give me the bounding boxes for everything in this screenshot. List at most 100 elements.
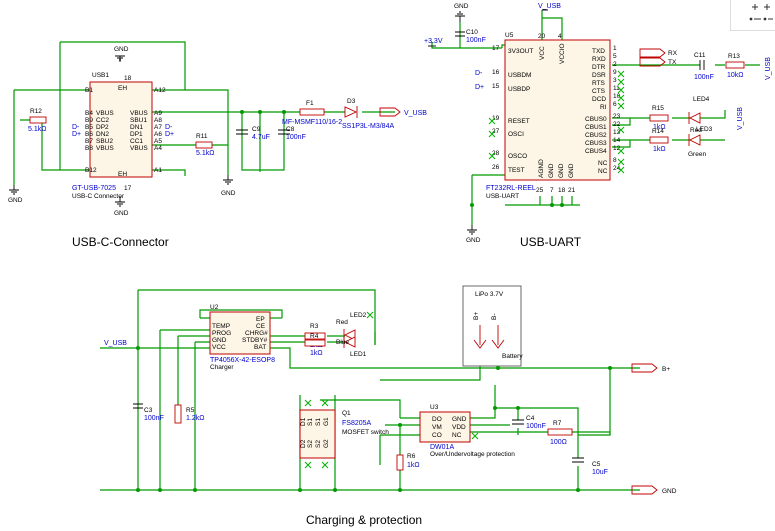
canvas-toolbar[interactable] [730,0,775,31]
svg-text:A7: A7 [154,124,162,131]
svg-text:100Ω: 100Ω [550,439,567,446]
svg-text:CBUS0: CBUS0 [585,116,607,123]
battery-lipo[interactable]: LiPo 3.7V Battery B+ B- [462,285,523,367]
svg-text:27: 27 [492,128,500,135]
svg-text:DP1: DP1 [130,131,143,138]
capacitor-c11[interactable]: C11 100nF [694,52,714,81]
svg-text:Red: Red [690,127,702,134]
led-led1[interactable]: LED1 Blue [336,336,367,358]
svg-text:5.1kΩ: 5.1kΩ [28,126,46,133]
resistor-r11[interactable]: R11 5.1kΩ [195,133,214,157]
svg-text:VCC: VCC [212,344,226,351]
svg-text:BAT: BAT [254,344,266,351]
capacitor-c5[interactable]: C5 10uF [572,457,608,476]
led-led2[interactable]: LED2 Red [336,312,367,341]
u5-pin-25: 25 [536,187,544,194]
svg-text:C9: C9 [252,126,261,133]
u5-pin-18: 18 [558,187,566,194]
svg-text:17: 17 [492,45,500,52]
svg-text:RTS: RTS [592,80,606,87]
svg-text:A5: A5 [154,138,162,145]
pin-list-icon[interactable] [763,17,773,21]
resistor-r15[interactable]: R15 1kΩ [649,105,669,131]
fuse-f1[interactable]: F1 MF-MSMF110/16-2 [282,100,342,126]
svg-text:EH: EH [118,85,127,92]
led-led4[interactable]: LED4 Red [688,96,710,134]
svg-text:CE: CE [256,323,266,330]
svg-text:S1: S1 [307,418,314,426]
net-label-dplus-left: D+ [72,131,81,138]
svg-text:CBUS3: CBUS3 [585,140,607,147]
crosshair-icon[interactable] [752,4,758,10]
svg-text:FS8205A: FS8205A [342,420,372,427]
nc-marker-u2 [366,311,374,319]
svg-text:VBUS: VBUS [96,110,114,117]
capacitor-c9[interactable]: C9 4.7uF [236,126,270,141]
svg-text:S1: S1 [315,418,322,426]
diode-d3[interactable]: D3 SS1P3L-M3/84A [342,98,394,130]
svg-text:22: 22 [613,121,621,128]
nc-marker-u3 [471,432,479,440]
svg-text:19: 19 [492,115,500,122]
u5-gnd-label-1: GND [548,163,555,178]
capacitor-c4[interactable]: C4 100nF [512,415,546,430]
gnd-symbol-u5-bottom: GND [466,225,481,244]
capacitor-c10[interactable]: C10 100nF [455,29,486,44]
svg-text:G1: G1 [323,417,330,426]
svg-text:B+: B+ [473,312,480,320]
svg-text:MF-MSMF110/16-2: MF-MSMF110/16-2 [282,119,342,126]
usb-c-connector[interactable]: USB1 GT-USB-7025 USB-C Connector 18 17 E… [72,72,166,200]
resistor-r6[interactable]: R6 1kΩ [396,453,420,471]
svg-text:3: 3 [613,77,617,84]
ic-u2-tp4056[interactable]: U2 TP4056X-42-ESOP8 Charger TEMP PROG GN… [209,304,275,371]
u5-agnd-label: AGND [538,159,545,178]
usb-c-section: GND GND GND GND USB1 GT-USB-7025 USB-C C… [8,41,427,249]
led-led3[interactable]: LED3 Green [688,126,713,158]
plus-icon[interactable] [764,4,770,10]
svg-text:OSCI: OSCI [508,131,524,138]
svg-text:B-: B- [491,314,498,321]
resistor-r7[interactable]: R7 100Ω [547,420,573,446]
svg-text:CHRG#: CHRG# [245,330,268,337]
svg-text:R12: R12 [30,108,42,115]
net-flag-3v3: +3.3V [424,38,443,47]
resistor-r14[interactable]: R14 1kΩ [649,128,669,153]
svg-text:12: 12 [613,145,621,152]
bullet-list-icon[interactable] [749,17,761,21]
capacitor-c8[interactable]: C8 100nF [278,126,306,141]
net-flag-rx: RX [639,48,678,58]
resistor-r13[interactable]: R13 10kΩ [725,53,745,79]
svg-text:16: 16 [492,69,500,76]
svg-text:USB-UART: USB-UART [486,193,519,200]
resistor-r12[interactable]: R12 5.1kΩ [28,108,46,133]
svg-text:100nF: 100nF [694,74,714,81]
svg-text:RESET: RESET [508,118,530,125]
svg-text:GND: GND [454,3,469,10]
nc-markers-q1 [304,399,329,469]
svg-text:GND: GND [212,337,227,344]
svg-text:CC2: CC2 [96,117,109,124]
svg-text:GT-USB-7025: GT-USB-7025 [72,185,116,192]
svg-text:VDD: VDD [452,424,466,431]
svg-text:USBDM: USBDM [508,72,531,79]
gnd-symbol-bottom: GND [114,196,129,217]
svg-text:28: 28 [492,150,500,157]
svg-text:DTR: DTR [592,64,606,71]
mosfet-q1[interactable]: Q1 FS8205A MOSFET switch S1 S1 G1 D1 D2 … [299,409,389,459]
svg-text:B1: B1 [85,87,93,94]
svg-text:G2: G2 [323,439,330,448]
resistor-r4[interactable]: R4 1kΩ [304,333,326,357]
resistor-r5[interactable]: R5 1.2kΩ [174,404,204,424]
svg-text:R15: R15 [652,105,664,112]
svg-text:17: 17 [124,185,132,192]
svg-text:U2: U2 [210,304,219,311]
capacitor-c3[interactable]: C3 100nF [133,403,164,422]
ic-u3-dw01a[interactable]: U3 DW01A Over/Undervoltage protection DO… [419,404,515,458]
svg-text:NC: NC [452,432,462,439]
svg-text:OSCO: OSCO [508,153,527,160]
svg-text:VBUS: VBUS [130,145,148,152]
